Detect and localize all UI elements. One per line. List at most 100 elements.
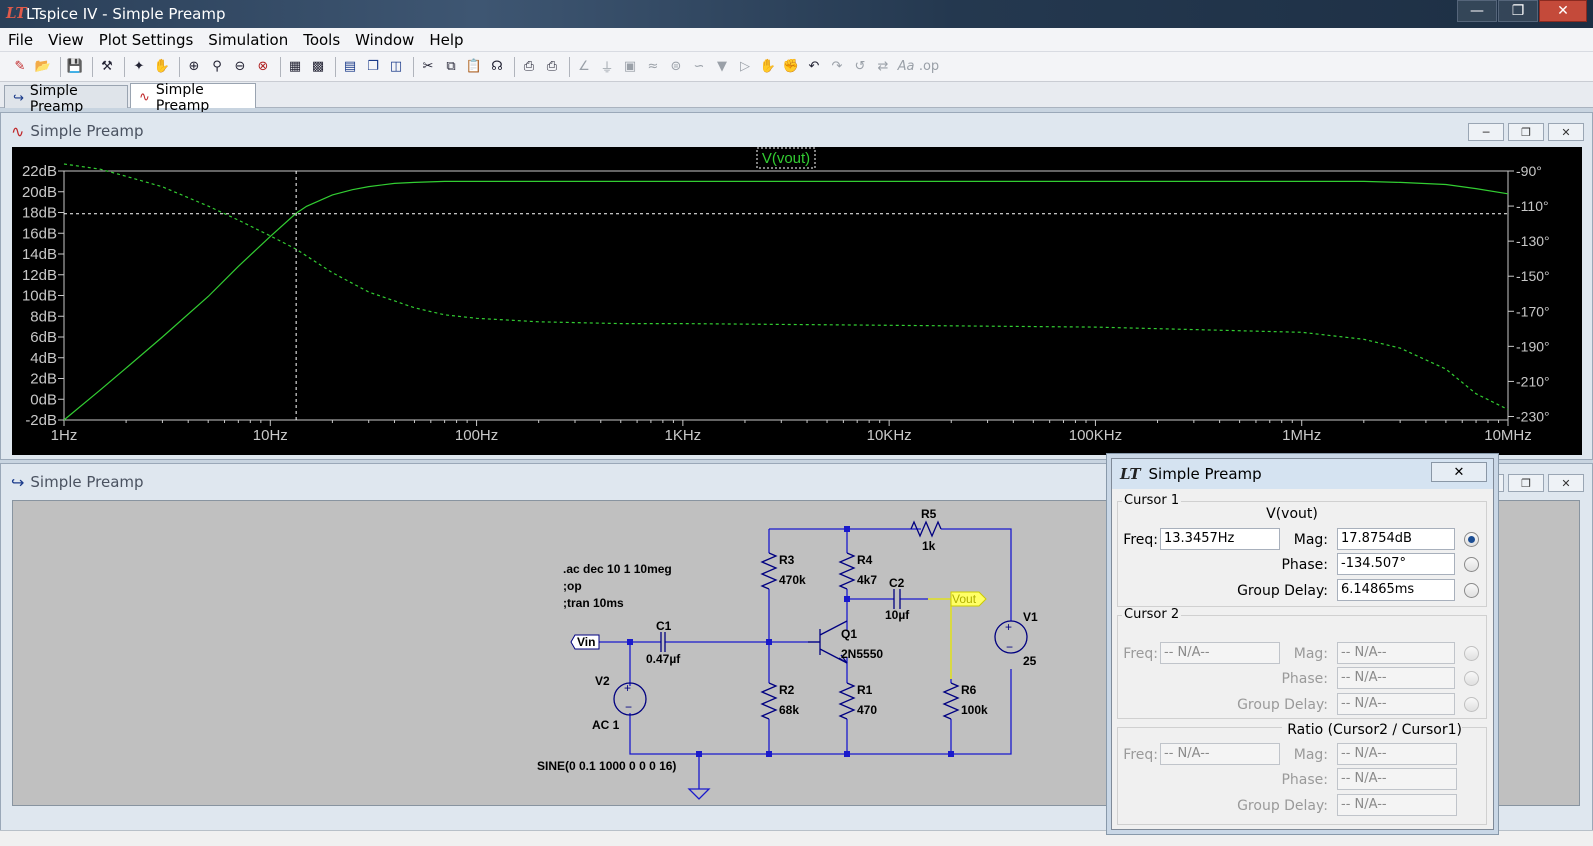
r1-name: R1 — [857, 683, 873, 697]
ground-icon[interactable]: ⏚ — [600, 61, 614, 76]
minimize-button[interactable]: ─ — [1468, 123, 1504, 141]
y-left-tick-label: 4dB — [30, 350, 57, 367]
save-icon[interactable]: 💾 — [66, 59, 84, 74]
ratio-mag-field[interactable]: -- N/A-- — [1337, 743, 1457, 765]
new-schematic-icon[interactable]: ✎ — [14, 59, 26, 74]
cursor1-mag-label: Mag: — [1293, 532, 1328, 548]
cursor1-phase-label: Phase: — [1281, 557, 1328, 573]
print-icon[interactable]: ⎙ — [546, 59, 558, 74]
inductor-icon[interactable]: ∽ — [693, 59, 705, 74]
close-button[interactable]: ✕ — [1539, 0, 1587, 22]
undo-icon[interactable]: ↶ — [808, 59, 820, 74]
grid-icon[interactable]: ▩ — [311, 59, 325, 74]
window-controls: — ❐ ✕ — [1456, 0, 1587, 22]
spice-directive[interactable]: .ac dec 10 1 10meg — [563, 562, 672, 576]
halt-icon[interactable]: ✋ — [153, 59, 171, 74]
y-right-tick-label: -190° — [1516, 338, 1550, 354]
rotate-icon[interactable]: ↺ — [854, 59, 866, 74]
spice-directive-icon[interactable]: .op — [918, 59, 940, 74]
menu-help[interactable]: Help — [429, 31, 464, 49]
cursor2-freq-field[interactable]: -- N/A-- — [1160, 642, 1280, 664]
menu-plot-settings[interactable]: Plot Settings — [98, 31, 194, 49]
open-icon[interactable]: 📂 — [34, 59, 52, 74]
cursor2-phase-radio[interactable] — [1464, 671, 1479, 686]
ratio-freq-field[interactable]: -- N/A-- — [1160, 743, 1280, 765]
autoscale-icon[interactable]: ▦ — [288, 59, 302, 74]
cursor2-gd-radio[interactable] — [1464, 697, 1479, 712]
menu-file[interactable]: File — [8, 31, 34, 49]
x-tick-label: 1KHz — [665, 427, 702, 444]
resistor-icon[interactable]: ≈ — [647, 59, 659, 74]
close-button[interactable]: ✕ — [1548, 123, 1584, 141]
cursor2-phase-field[interactable]: -- N/A-- — [1337, 667, 1455, 689]
paste-icon[interactable]: 📋 — [465, 59, 483, 74]
cursor1-gd-radio[interactable] — [1464, 583, 1479, 598]
find-icon[interactable]: ☊ — [491, 59, 503, 74]
schematic-svg[interactable]: + + − − Vin Vout .ac dec 10 — [13, 501, 1581, 807]
tile-vertical-icon[interactable]: ◫ — [389, 59, 403, 74]
component-icon[interactable]: ▷ — [740, 59, 750, 74]
wire-icon[interactable]: ∠ — [578, 59, 590, 74]
copy-icon[interactable]: ⧉ — [446, 59, 456, 74]
y-left-tick-label: -2dB — [25, 412, 57, 429]
tab-schematic[interactable]: ↪ Simple Preamp — [4, 83, 128, 115]
zoom-cancel-icon[interactable]: ⊗ — [257, 59, 269, 74]
ratio-gd-label: Group Delay: — [1237, 798, 1328, 814]
ratio-gd-field[interactable]: -- N/A-- — [1337, 794, 1457, 816]
cut-icon[interactable]: ✂ — [422, 59, 434, 74]
y-left-tick-label: 18dB — [22, 205, 57, 222]
maximize-button[interactable]: ❐ — [1498, 0, 1538, 22]
trace-label: V(vout) — [762, 150, 810, 167]
svg-text:+: + — [624, 681, 631, 695]
text-icon[interactable]: Aa — [897, 59, 915, 74]
move-icon[interactable]: ✋ — [759, 59, 777, 74]
menu-view[interactable]: View — [48, 31, 84, 49]
cursor2-mag-field[interactable]: -- N/A-- — [1337, 642, 1455, 664]
cursor1-freq-field[interactable]: 13.3457Hz — [1160, 528, 1280, 550]
print-preview-icon[interactable]: ⎙ — [523, 59, 535, 74]
cursor1-phase-field[interactable]: -134.507° — [1337, 553, 1455, 575]
restore-button[interactable]: ❐ — [1508, 474, 1544, 492]
spice-directive[interactable]: ;op — [563, 579, 582, 593]
svg-text:−: − — [1006, 640, 1013, 654]
v2-name: V2 — [595, 674, 610, 688]
restore-button[interactable]: ❐ — [1508, 123, 1544, 141]
menu-window[interactable]: Window — [355, 31, 415, 49]
cursor1-mag-field[interactable]: 17.8754dB — [1337, 528, 1455, 550]
svg-text:+: + — [1005, 620, 1012, 634]
spice-directive[interactable]: ;tran 10ms — [563, 596, 624, 610]
cursor2-gd-field[interactable]: -- N/A-- — [1337, 693, 1455, 715]
control-panel-icon[interactable]: ⚒ — [101, 59, 113, 74]
zoom-box-icon[interactable]: ⚲ — [212, 59, 222, 74]
tab-waveform[interactable]: ∿ Simple Preamp — [130, 82, 256, 114]
label-icon[interactable]: ▣ — [623, 59, 637, 74]
cascade-icon[interactable]: ❐ — [367, 59, 379, 74]
y-left-tick-label: 14dB — [22, 246, 57, 263]
minimize-button[interactable]: — — [1457, 0, 1497, 22]
mirror-icon[interactable]: ⇄ — [877, 59, 889, 74]
redo-icon[interactable]: ↷ — [831, 59, 843, 74]
drag-icon[interactable]: ✊ — [782, 59, 800, 74]
cursor1-mag-radio[interactable] — [1464, 532, 1479, 547]
zoom-out-icon[interactable]: ⊖ — [234, 59, 246, 74]
q1-value: 2N5550 — [841, 647, 883, 661]
ratio-phase-field[interactable]: -- N/A-- — [1337, 768, 1457, 790]
close-button[interactable]: ✕ — [1548, 474, 1584, 492]
dialog-close-button[interactable]: ✕ — [1431, 462, 1487, 482]
cursor1-phase-radio[interactable] — [1464, 557, 1479, 572]
zoom-in-icon[interactable]: ⊕ — [188, 59, 200, 74]
y-left-tick-label: 8dB — [30, 308, 57, 325]
cursor2-mag-radio[interactable] — [1464, 646, 1479, 661]
menu-simulation[interactable]: Simulation — [208, 31, 289, 49]
tile-horizontal-icon[interactable]: ▤ — [343, 59, 357, 74]
ltspice-logo-icon: LT — [1120, 465, 1141, 483]
y-right-tick-label: -90° — [1516, 163, 1542, 179]
cursor1-gd-field[interactable]: 6.14865ms — [1337, 579, 1455, 601]
capacitor-icon[interactable]: ⊜ — [670, 59, 682, 74]
run-icon[interactable]: ✦ — [133, 59, 145, 74]
diode-icon[interactable]: ▼ — [717, 59, 727, 74]
menu-tools[interactable]: Tools — [303, 31, 341, 49]
y-left-tick-label: 22dB — [22, 163, 57, 180]
